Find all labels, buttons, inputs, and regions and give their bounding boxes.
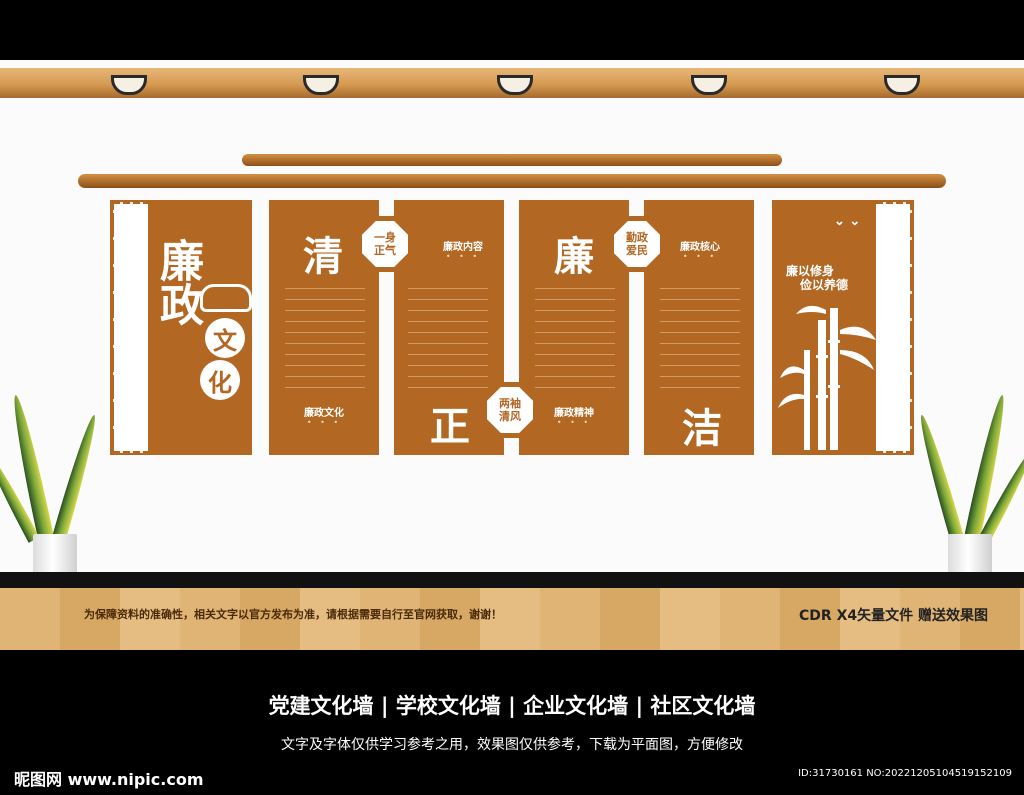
ceiling-light-icon (111, 75, 147, 95)
site-logo[interactable]: 昵图网 www.nipic.com (14, 770, 204, 789)
wood-floor (0, 588, 1024, 650)
caption-culture: 廉政文化 (304, 408, 344, 419)
disclaimer-text: 文字及字体仅供学习参考之用，效果图仅供参考，下载为平面图，方便修改 (281, 737, 743, 753)
ceiling-light-icon (497, 75, 533, 95)
ceiling-light-icon (884, 75, 920, 95)
image-id: ID:31730161 NO:20221205104519152109 (798, 768, 1012, 779)
text-lines (285, 278, 365, 388)
ceiling-light-icon (691, 75, 727, 95)
badge-liangxiu-qingfeng: 两袖清风 (482, 382, 538, 438)
calligraphy-lian-zheng: 廉政 (152, 238, 203, 326)
caption-core: 廉政核心 (680, 242, 720, 253)
ceiling-light-icon (303, 75, 339, 95)
notice-text: 为保障资料的准确性，相关文字以官方发布为准，请根据需要自行至官网获取，谢谢！ (84, 608, 502, 621)
baseboard (0, 572, 1024, 590)
circle-char-hua: 化 (200, 360, 240, 400)
dots: • • • (682, 252, 718, 261)
auspicious-cloud-icon (200, 284, 252, 312)
category-list: 党建文化墙 | 学校文化墙 | 企业文化墙 | 社区文化墙 (268, 694, 756, 718)
badge-qinzheng-aimin: 勤政爱民 (609, 216, 665, 272)
text-lines (408, 278, 488, 388)
dots: • • • (445, 252, 481, 261)
calligraphy-jie: 洁 (682, 405, 722, 452)
motto-line-2: 俭以养德 (800, 278, 849, 292)
calligraphy-qing: 清 (303, 233, 343, 280)
caption-spirit: 廉政精神 (554, 408, 594, 419)
calligraphy-lian: 廉 (554, 233, 594, 280)
lattice-pattern (876, 202, 912, 453)
circle-char-wen: 文 (205, 318, 245, 358)
badge-yishen-zhengqi: 一身正气 (357, 216, 413, 272)
birds-icon: ⌄ ⌄ (834, 214, 861, 229)
calligraphy-zheng: 正 (430, 403, 470, 450)
bamboo-icon (778, 305, 876, 450)
lattice-pattern (113, 202, 149, 453)
text-lines (660, 278, 740, 388)
top-shelf (242, 154, 782, 166)
header-shelf (78, 174, 946, 188)
dots: • • • (306, 418, 342, 427)
text-lines (535, 278, 615, 388)
motto-line-1: 廉以修身 (786, 264, 835, 278)
caption-content: 廉政内容 (443, 242, 483, 253)
format-text: CDR X4矢量文件 赠送效果图 (799, 608, 988, 624)
dots: • • • (556, 418, 592, 427)
